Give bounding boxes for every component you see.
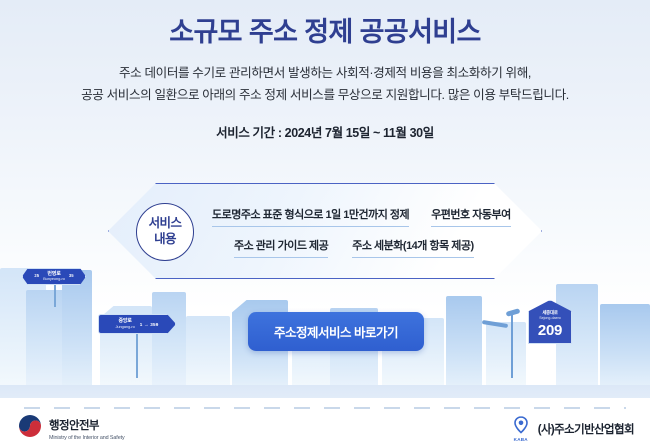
government-logo-block: 행정안전부 Ministry of the Interior and Safet… <box>18 414 125 442</box>
taegeuk-icon <box>18 414 42 442</box>
street-sign-number-start: 25 <box>34 273 40 279</box>
ministry-name-en: Ministry of the Interior and Safety <box>49 435 125 441</box>
street-sign-name-ko: 중앙로 <box>118 318 132 325</box>
building-silhouette <box>486 322 526 388</box>
street-name-sign-bunyeong-ro: 25 번영로 Bunyeong-ro 35 <box>22 268 86 285</box>
sign-post <box>54 285 56 307</box>
description-line-1: 주소 데이터를 수기로 관리하면서 발생하는 사회적·경제적 비용을 최소화하기… <box>118 66 532 81</box>
banner-footer: 행정안전부 Ministry of the Interior and Safet… <box>0 398 650 442</box>
service-content-badge: 서비스 내용 <box>136 203 194 261</box>
banner-header: 소규모 주소 정제 공공서비스 주소 데이터를 수기로 관리하면서 발생하는 사… <box>0 0 650 141</box>
building-sign-number: 209 <box>537 321 563 339</box>
page-title: 소규모 주소 정제 공공서비스 <box>169 17 481 47</box>
go-to-address-cleansing-service-button[interactable]: 주소정제서비스 바로가기 <box>248 312 424 351</box>
service-content-hexagon: 서비스 내용 도로명주소 표준 형식으로 1일 1만건까지 정제 우편번호 자동… <box>108 183 542 279</box>
service-item-address-segmentation: 주소 세분화(14개 항목 제공) <box>352 237 474 258</box>
building-silhouette <box>600 304 650 388</box>
badge-label-line1: 서비스 <box>148 216 182 231</box>
street-sign-name-en: Jungang-ro <box>115 323 135 329</box>
building-sign-street-ko: 세종대로 <box>542 310 558 316</box>
street-name-sign-jungang-ro: 중앙로 Jungang-ro 1 → 359 <box>98 314 176 334</box>
banner-description: 주소 데이터를 수기로 관리하면서 발생하는 사회적·경제적 비용을 최소화하기… <box>0 62 650 106</box>
building-silhouette <box>186 316 230 388</box>
street-sign-number-range: 1 → 359 <box>139 321 159 327</box>
service-item-management-guide: 주소 관리 가이드 제공 <box>234 237 329 258</box>
service-item-postal-code: 우편번호 자동부여 <box>431 206 511 227</box>
service-period-text: 서비스 기간 : 2024년 7월 15일 ~ 11월 30일 <box>216 126 434 141</box>
building-silhouette <box>62 270 92 388</box>
ministry-name-ko: 행정안전부 <box>49 420 100 432</box>
road-dash-divider <box>24 407 626 409</box>
building-silhouette <box>152 292 186 388</box>
badge-label-line2: 내용 <box>154 232 176 246</box>
kaba-logo-label: KABA <box>513 437 528 442</box>
street-sign-names: 중앙로 Jungang-ro <box>115 319 134 328</box>
street-sign-number-end: 35 <box>68 273 74 279</box>
association-name: (사)주소기반산업협회 <box>537 424 635 436</box>
building-sign-street-en: Sejong-daero <box>539 316 561 321</box>
sign-post <box>136 334 138 378</box>
service-items-row: 주소 관리 가이드 제공 주소 세분화(14개 항목 제공) <box>206 237 520 258</box>
building-silhouette <box>26 290 66 388</box>
building-silhouette <box>446 296 482 388</box>
map-pin-icon: KABA <box>510 416 532 442</box>
description-line-2: 공공 서비스의 일환으로 아래의 주소 정제 서비스를 무상으로 지원합니다. … <box>81 88 569 103</box>
government-name-block: 행정안전부 Ministry of the Interior and Safet… <box>49 416 125 441</box>
service-item-cleansing-limit: 도로명주소 표준 형식으로 1일 1만건까지 정제 <box>212 206 410 227</box>
service-items-row: 도로명주소 표준 형식으로 1일 1만건까지 정제 우편번호 자동부여 <box>206 206 520 227</box>
association-logo-block: KABA (사)주소기반산업협회 <box>510 416 635 442</box>
street-sign-name-en: Bunyeong-ro <box>43 276 65 282</box>
service-items-grid: 도로명주소 표준 형식으로 1일 1만건까지 정제 우편번호 자동부여 주소 관… <box>206 201 520 263</box>
street-sign-name-ko: 번영로 <box>47 270 61 277</box>
street-sign-names: 번영로 Bunyeong-ro <box>43 272 65 281</box>
